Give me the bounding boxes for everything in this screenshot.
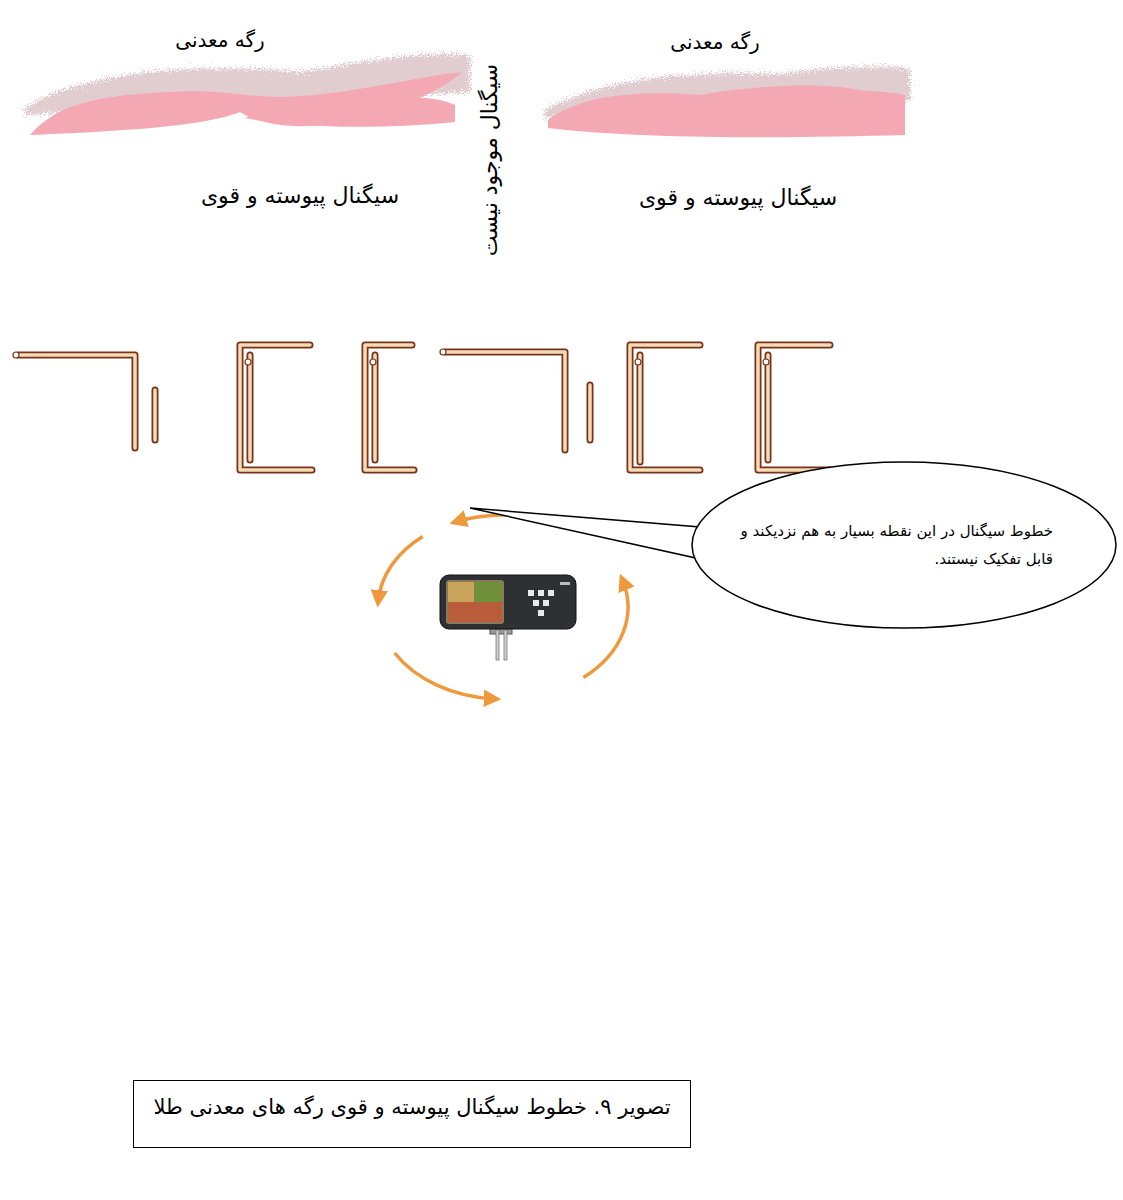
beam-label: سیگنال پیوسته و قوی xyxy=(639,184,837,213)
screen-tile xyxy=(448,602,502,622)
tube-frame-fill xyxy=(18,345,830,470)
text-slot: رگه معدنی xyxy=(670,29,759,55)
tube-joints xyxy=(13,349,769,365)
signal-beam: سیگنال پیوسته و قوی xyxy=(486,118,920,503)
vein-label: رگه معدنی xyxy=(670,29,759,55)
text-slot: سیگنال پیوسته و قوی xyxy=(201,182,399,211)
tube-joint xyxy=(245,359,251,365)
rotation-arrow xyxy=(395,653,495,699)
ore-vein-body xyxy=(548,85,905,137)
label-slot: سیگنال موجود نیست xyxy=(477,64,503,256)
signal-beam: سیگنال پیوسته و قوی xyxy=(30,118,482,503)
ore-vein: رگه معدنی xyxy=(20,10,475,145)
caption-box: تصویر ۹. خطوط سیگنال پیوسته و قوی رگه ها… xyxy=(133,1080,690,1148)
rotation-arrow xyxy=(583,580,628,677)
rotation-arrows xyxy=(378,515,628,699)
signal-beam-shape xyxy=(30,118,482,503)
device-key xyxy=(538,590,544,596)
tube-frames xyxy=(13,345,830,470)
tube-joint xyxy=(13,352,19,358)
text-slot: سیگنال پیوسته و قوی xyxy=(639,184,837,213)
figure-caption: تصویر ۹. خطوط سیگنال پیوسته و قوی رگه ها… xyxy=(153,1093,670,1122)
device-key xyxy=(533,600,539,606)
screen-tile xyxy=(448,582,474,602)
callout-bubble: خطوط سیگنال در این نقطه بسیار به هم نزدی… xyxy=(688,458,1120,633)
vein-label: رگه معدنی xyxy=(175,27,264,53)
device-key xyxy=(548,590,554,596)
ore-vein-body xyxy=(30,72,462,135)
detector-device xyxy=(440,575,576,660)
device-key xyxy=(528,590,534,596)
device-key xyxy=(543,600,549,606)
tube-joint xyxy=(635,359,641,365)
signal-beam-body xyxy=(492,128,915,497)
tube-frame-outline xyxy=(18,345,830,470)
callout-shape xyxy=(688,458,1120,633)
signal-beam-shape xyxy=(486,118,920,503)
signal-beam-body xyxy=(35,122,478,499)
callout-pointer xyxy=(470,508,712,560)
callout-text: خطوط سیگنال در این نقطه بسیار به هم نزدی… xyxy=(723,517,1053,574)
vertical-note: سیگنال موجود نیست xyxy=(477,64,503,256)
device-prong xyxy=(504,630,507,660)
device-key xyxy=(538,610,544,616)
device-keypad xyxy=(528,590,554,616)
ore-vein: رگه معدنی xyxy=(540,15,915,140)
text-slot: خطوط سیگنال در این نقطه بسیار به هم نزدی… xyxy=(723,517,1053,574)
text-slot: رگه معدنی xyxy=(175,27,264,53)
tube-joint xyxy=(763,359,769,365)
device-prong xyxy=(496,630,499,660)
rotation-arrow xyxy=(378,537,422,601)
beam-label: سیگنال پیوسته و قوی xyxy=(201,182,399,211)
callout-outline xyxy=(692,462,1116,628)
tube-joint xyxy=(440,349,446,355)
device-body xyxy=(440,575,576,629)
device-screen xyxy=(446,580,504,624)
device-logo xyxy=(560,582,570,585)
screen-tile xyxy=(474,582,502,602)
tube-joint xyxy=(370,359,376,365)
ore-vein-body xyxy=(245,97,455,127)
